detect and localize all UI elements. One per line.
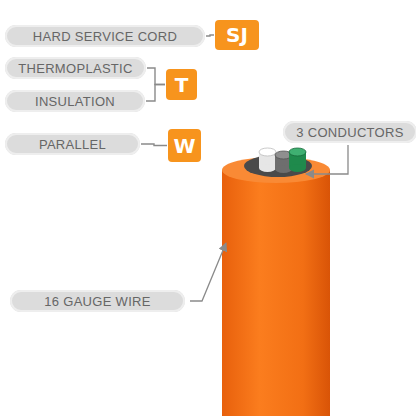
spec-pill: THERMOPLASTIC [5, 57, 146, 79]
code-letter-box: T [166, 69, 197, 100]
spec-label: THERMOPLASTIC [18, 61, 132, 76]
connector-line [141, 144, 167, 146]
conductor-bundle [244, 148, 312, 177]
callout-pill: 3 CONDUCTORS [283, 121, 416, 143]
spec-pill: INSULATION [5, 90, 145, 112]
spec-pill: HARD SERVICE CORD [5, 25, 205, 47]
code-letter: SJ [226, 23, 248, 47]
code-letter: T [175, 73, 189, 97]
connector-line [206, 35, 214, 36]
cable-jacket [222, 157, 330, 416]
spec-label: 3 CONDUCTORS [296, 125, 403, 140]
leader-line [306, 145, 348, 174]
code-letter: W [173, 134, 195, 158]
connector-line [146, 85, 165, 102]
callout-pill: 16 GAUGE WIRE [10, 290, 185, 312]
spec-label: PARALLEL [39, 137, 106, 152]
spec-label: 16 GAUGE WIRE [44, 294, 150, 309]
spec-label: HARD SERVICE CORD [33, 29, 177, 44]
spec-label: INSULATION [35, 94, 115, 109]
spec-pill: PARALLEL [5, 133, 140, 155]
leader-line [190, 243, 226, 301]
code-letter-box: SJ [215, 20, 259, 50]
connector-line [147, 68, 165, 85]
code-letter-box: W [168, 129, 201, 162]
